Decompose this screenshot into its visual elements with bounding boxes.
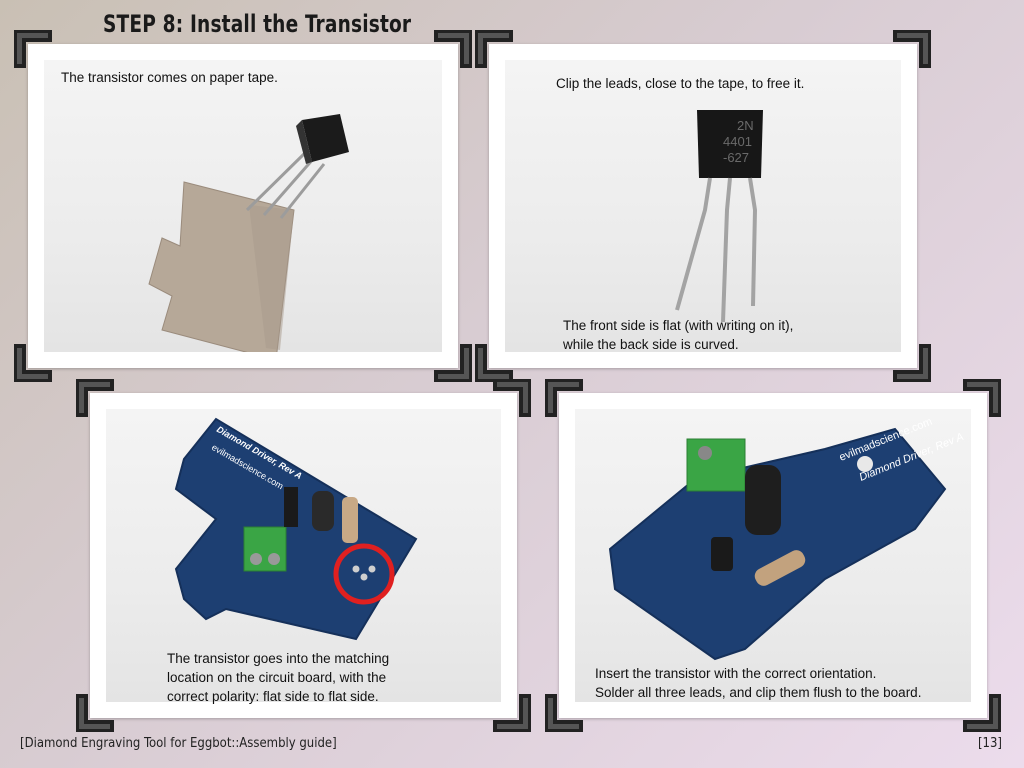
photo-corner-icon [893,30,931,68]
photo-corner-icon [475,344,513,382]
panel-2-caption-bottom-line-1: The front side is flat (with writing on … [563,318,794,333]
photo-corner-icon [963,379,1001,417]
chip-text-line-2: 4401 [723,134,752,149]
panel-3-caption-line-3: correct polarity: flat side to flat side… [167,689,379,704]
transistor-tape-illustration [148,114,349,352]
photo-corner-icon [14,30,52,68]
panel-2-caption-top: Clip the leads, close to the tape, to fr… [556,76,805,91]
photo-card-2: 2N 4401 -627 Clip the leads, close to th… [475,30,931,382]
chip-text-line-1: 2N [737,118,754,133]
photo-corner-icon [963,694,1001,732]
photo-corner-icon [493,379,531,417]
footer-guide-title: [Diamond Engraving Tool for Eggbot::Asse… [20,736,337,751]
panel-4-caption-line-2: Solder all three leads, and clip them fl… [595,685,922,700]
panel-3-caption-line-2: location on the circuit board, with the [167,670,387,685]
panel-1-caption: The transistor comes on paper tape. [61,70,278,85]
inserted-transistor-illustration: evilmadscience.com Diamond Driver, Rev A [608,416,965,661]
panel-2-caption-bottom-line-2: while the back side is curved. [563,337,739,352]
photo-corner-icon [76,694,114,732]
photo-corner-icon [493,694,531,732]
photo-card-4: evilmadscience.com Diamond Driver, Rev A… [545,379,1001,732]
photo-corner-icon [76,379,114,417]
photo-corner-icon [545,694,583,732]
photo-clipped-transistor: 2N 4401 -627 [505,60,901,352]
circuit-board-illustration: Diamond Driver, Rev A evilmadscience.com [174,417,418,641]
photo-board-location: Diamond Driver, Rev A evilmadscience.com [106,409,501,702]
photo-corner-icon [545,379,583,417]
photo-corner-icon [475,30,513,68]
panel-4-caption-line-1: Insert the transistor with the correct o… [595,666,877,681]
photo-corner-icon [434,30,472,68]
photo-corner-icon [893,344,931,382]
photo-corner-icon [434,344,472,382]
clipped-transistor-illustration: 2N 4401 -627 [675,110,763,323]
photo-transistor-inserted: evilmadscience.com Diamond Driver, Rev A [575,409,971,702]
chip-text-line-3: -627 [723,150,749,165]
photo-corner-icon [14,344,52,382]
photo-card-3: Diamond Driver, Rev A evilmadscience.com… [76,379,531,732]
photo-card-1: The transistor comes on paper tape. [14,30,472,382]
page-number: [13] [977,736,1002,751]
panel-3-caption-line-1: The transistor goes into the matching [167,651,390,666]
page-title: STEP 8: Install the Transistor [103,10,412,38]
photo-transistor-on-tape [44,60,442,352]
